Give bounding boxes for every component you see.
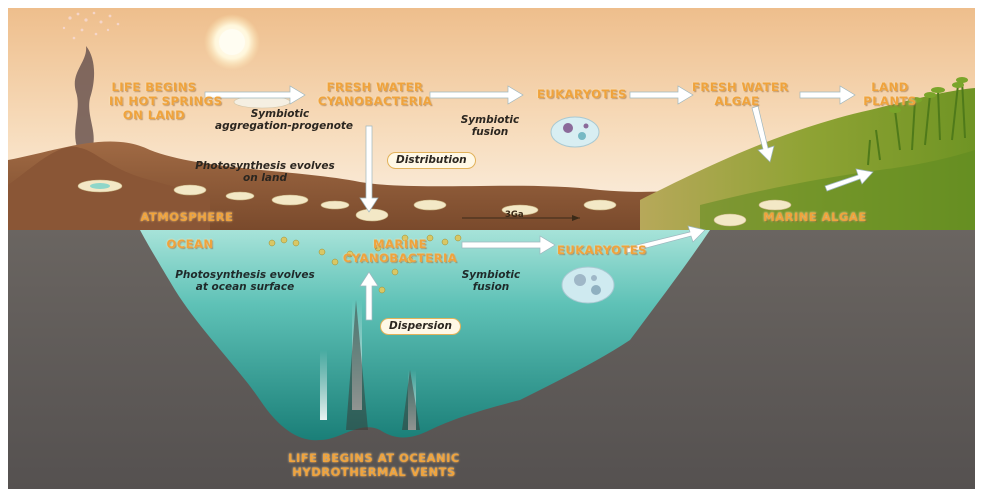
note-photosynthesis-land: Photosynthesis evolves on land: [190, 160, 340, 184]
note-photosynthesis-ocean-line2: at ocean surface: [170, 281, 320, 293]
note-symbiotic-fusion-ocean-line2: fusion: [456, 281, 526, 293]
note-symbiotic-fusion-ocean: Symbiotic fusion: [456, 269, 526, 293]
dispersion-pill: Dispersion: [380, 318, 461, 335]
note-photosynthesis-ocean: Photosynthesis evolves at ocean surface: [170, 269, 320, 293]
label-marine-cyano-line1: MARINE: [338, 237, 462, 251]
label-marine-algae: MARINE ALGAE: [760, 210, 870, 224]
note-symbiotic-fusion-land-line1: Symbiotic: [455, 114, 525, 126]
note-symbiotic-fusion-land: Symbiotic fusion: [455, 114, 525, 138]
time-marker-label: 3Ga: [505, 210, 524, 220]
note-photosynthesis-land-line1: Photosynthesis evolves: [190, 160, 340, 172]
note-symbiotic-aggregation-line2: aggregation-progenote: [215, 120, 345, 132]
label-life-hot-springs-line2: IN HOT SPRINGS: [109, 94, 199, 108]
note-symbiotic-fusion-land-line2: fusion: [455, 126, 525, 138]
note-photosynthesis-ocean-line1: Photosynthesis evolves: [170, 269, 320, 281]
note-photosynthesis-land-line2: on land: [190, 172, 340, 184]
label-land-plants: LAND PLANTS: [860, 80, 920, 108]
label-fresh-algae-line1: FRESH WATER: [692, 80, 782, 94]
label-life-hot-springs-line3: ON LAND: [109, 108, 199, 122]
label-fresh-algae: FRESH WATER ALGAE: [692, 80, 782, 108]
note-symbiotic-aggregation: Symbiotic aggregation-progenote: [215, 108, 345, 132]
label-fresh-cyano-line2: CYANOBACTERIA: [315, 94, 435, 108]
label-land-plants-line1: LAND: [860, 80, 920, 94]
note-symbiotic-aggregation-line1: Symbiotic: [215, 108, 345, 120]
distribution-pill: Distribution: [387, 152, 476, 169]
note-symbiotic-fusion-ocean-line1: Symbiotic: [456, 269, 526, 281]
label-ocean: OCEAN: [160, 237, 220, 251]
label-eukaryotes-ocean: EUKARYOTES: [552, 243, 652, 257]
label-marine-cyano: MARINE CYANOBACTERIA: [338, 237, 462, 265]
label-fresh-algae-line2: ALGAE: [692, 94, 782, 108]
label-marine-cyano-line2: CYANOBACTERIA: [338, 251, 462, 265]
label-fresh-cyano: FRESH WATER CYANOBACTERIA: [315, 80, 435, 108]
label-eukaryotes-land: EUKARYOTES: [532, 87, 632, 101]
label-land-plants-line2: PLANTS: [860, 94, 920, 108]
label-fresh-cyano-line1: FRESH WATER: [315, 80, 435, 94]
label-life-hot-springs-line1: LIFE BEGINS: [109, 80, 199, 94]
label-vents-line2: HYDROTHERMAL VENTS: [264, 465, 484, 479]
label-atmosphere: ATMOSPHERE: [132, 210, 242, 224]
label-vents-line1: LIFE BEGINS AT OCEANIC: [264, 451, 484, 465]
label-life-hot-springs: LIFE BEGINS IN HOT SPRINGS ON LAND: [109, 80, 199, 122]
label-hydrothermal-vents: LIFE BEGINS AT OCEANIC HYDROTHERMAL VENT…: [264, 451, 484, 479]
